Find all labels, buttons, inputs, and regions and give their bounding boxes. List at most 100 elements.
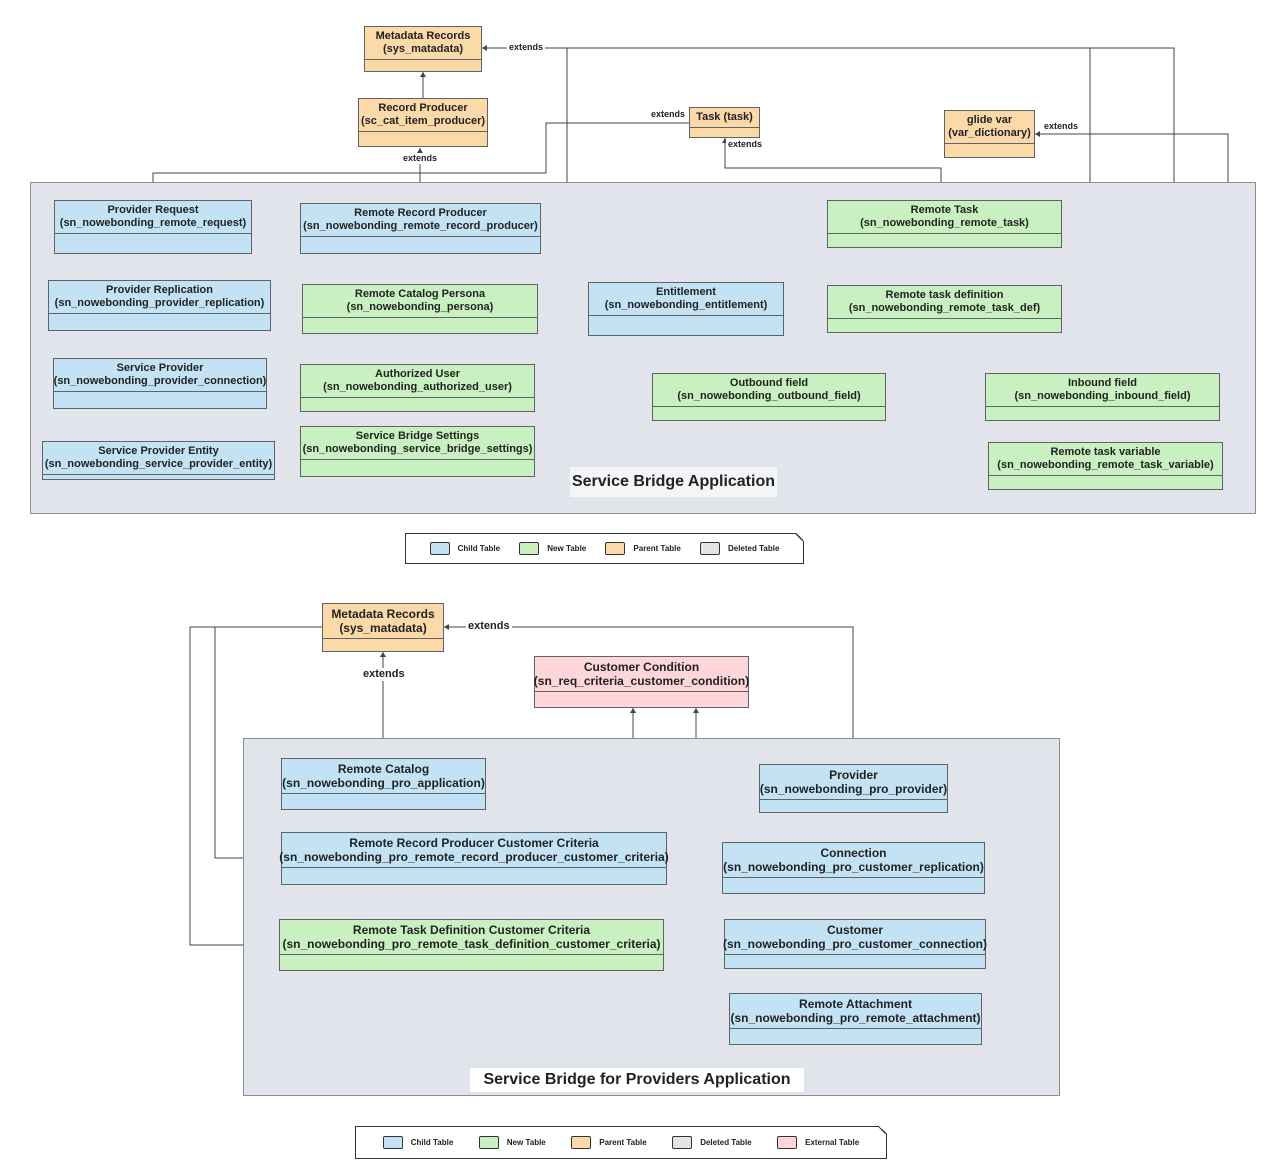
table-name: Remote task variable	[1050, 446, 1161, 458]
table-id: (sys_matadata)	[382, 43, 464, 55]
table-name: Provider	[829, 768, 878, 782]
service-bridge-settings-table[interactable]: Service Bridge Settings(sn_nowebonding_s…	[300, 426, 535, 477]
table-id: (sn_nowebonding_pro_provider)	[759, 782, 948, 796]
outbound-field-table[interactable]: Outbound field(sn_nowebonding_outbound_f…	[652, 373, 886, 421]
table-name: Authorized User	[375, 368, 460, 380]
legend-swatch	[571, 1136, 592, 1149]
provider-table[interactable]: Provider(sn_nowebonding_pro_provider)	[759, 764, 948, 813]
table-name: Remote Record Producer Customer Criteria	[349, 836, 599, 850]
table-id: (sn_nowebonding_pro_customer_replication…	[723, 860, 984, 874]
table-name: Record Producer	[378, 102, 468, 114]
remote-task-variable-table[interactable]: Remote task variable(sn_nowebonding_remo…	[988, 442, 1223, 490]
table-id: (var_dictionary)	[948, 127, 1031, 139]
legend-item-deleted: Deleted Table	[672, 1136, 752, 1149]
remote-record-producer-table[interactable]: Remote Record Producer(sn_nowebonding_re…	[300, 203, 541, 254]
glide-var-table[interactable]: glide var(var_dictionary)	[944, 110, 1035, 158]
table-name: Customer Condition	[583, 660, 700, 674]
table-name: Task (task)	[696, 111, 753, 123]
service-bridge-for-providers-title: Service Bridge for Providers Application	[470, 1068, 804, 1092]
extends-label: extends	[726, 139, 765, 150]
table-name: Metadata Records	[375, 30, 471, 42]
metadata-records-table[interactable]: Metadata Records(sys_matadata)	[364, 26, 482, 72]
table-id: (sn_nowebonding_pro_customer_connection)	[722, 937, 988, 951]
legend-swatch	[605, 542, 626, 555]
legend-item-external: External Table	[777, 1136, 859, 1149]
legend-label: Deleted Table	[727, 544, 780, 553]
legend-item-child: Child Table	[429, 542, 501, 555]
table-id: (sn_nowebonding_pro_remote_attachment)	[730, 1011, 981, 1025]
remote-task-definition-customer-criteria-table[interactable]: Remote Task Definition Customer Criteria…	[279, 919, 664, 971]
table-id: (sn_nowebonding_provider_replication)	[54, 297, 265, 309]
service-provider-table[interactable]: Service Provider(sn_nowebonding_provider…	[53, 358, 267, 409]
connection-table[interactable]: Connection(sn_nowebonding_pro_customer_r…	[722, 842, 985, 894]
authorized-user-table[interactable]: Authorized User(sn_nowebonding_authorize…	[300, 364, 535, 412]
legend-swatch	[382, 1136, 403, 1149]
table-name: Entitlement	[656, 286, 716, 298]
legend-item-parent: Parent Table	[605, 542, 681, 555]
entitlement-table[interactable]: Entitlement(sn_nowebonding_entitlement)	[588, 282, 784, 336]
table-name: Provider Replication	[106, 284, 213, 296]
table-id: (sc_cat_item_producer)	[360, 115, 486, 127]
legend-item-new: New Table	[478, 1136, 546, 1149]
table-name: Remote Record Producer	[354, 207, 487, 219]
legend-swatch	[672, 1136, 693, 1149]
customer-table[interactable]: Customer(sn_nowebonding_pro_customer_con…	[722, 919, 988, 969]
legend-app1: Child Table New Table Parent Table Delet…	[405, 533, 804, 564]
table-name: Service Provider Entity	[98, 445, 219, 457]
table-id: (sn_nowebonding_remote_record_producer)	[303, 220, 538, 232]
table-name: Provider Request	[107, 204, 199, 216]
remote-catalog-table[interactable]: Remote Catalog(sn_nowebonding_pro_applic…	[281, 758, 486, 810]
task-table[interactable]: Task (task)	[689, 107, 760, 138]
remote-record-producer-customer-criteria-table[interactable]: Remote Record Producer Customer Criteria…	[279, 832, 669, 885]
remote-attachment-table[interactable]: Remote Attachment(sn_nowebonding_pro_rem…	[729, 993, 982, 1045]
table-id: (sn_req_criteria_customer_condition)	[533, 674, 750, 688]
table-id: (sys_matadata)	[339, 621, 427, 635]
table-id: (sn_nowebonding_remote_task_def)	[848, 302, 1041, 314]
extends-label: extends	[401, 153, 440, 164]
legend-label: Deleted Table	[700, 1138, 752, 1147]
customer-condition-table[interactable]: Customer Condition(sn_req_criteria_custo…	[534, 656, 749, 708]
provider-request-table[interactable]: Provider Request(sn_nowebonding_remote_r…	[54, 200, 252, 254]
table-name: Remote Catalog Persona	[354, 288, 486, 300]
table-id: (sn_nowebonding_provider_connection)	[53, 375, 267, 387]
legend-label: Parent Table	[599, 1138, 647, 1147]
table-id: (sn_nowebonding_persona)	[346, 301, 494, 313]
remote-catalog-persona-table[interactable]: Remote Catalog Persona(sn_nowebonding_pe…	[302, 284, 538, 334]
table-name: Remote Catalog	[337, 762, 430, 776]
inbound-field-table[interactable]: Inbound field(sn_nowebonding_inbound_fie…	[985, 373, 1220, 421]
table-id: (sn_nowebonding_pro_remote_record_produc…	[279, 850, 669, 864]
legend-label: Child Table	[410, 1138, 454, 1147]
table-id: (sn_nowebonding_remote_request)	[59, 217, 247, 229]
legend-app2: Child Table New Table Parent Table Delet…	[355, 1126, 887, 1159]
metadata-records-table-2[interactable]: Metadata Records(sys_matadata)	[322, 603, 444, 652]
legend-item-parent: Parent Table	[571, 1136, 647, 1149]
legend-swatch	[478, 1136, 499, 1149]
legend-label: External Table	[805, 1138, 860, 1147]
table-name: Service Bridge Settings	[355, 430, 480, 442]
table-id: (sn_nowebonding_service_bridge_settings)	[302, 443, 533, 455]
legend-swatch	[699, 542, 720, 555]
service-provider-entity-table[interactable]: Service Provider Entity(sn_nowebonding_s…	[42, 441, 275, 480]
table-name: Inbound field	[1067, 377, 1138, 389]
table-id: (sn_nowebonding_pro_remote_task_definiti…	[282, 937, 661, 951]
remote-task-definition-table[interactable]: Remote task definition(sn_nowebonding_re…	[827, 285, 1062, 333]
legend-swatch	[519, 542, 540, 555]
provider-replication-table[interactable]: Provider Replication(sn_nowebonding_prov…	[48, 280, 271, 331]
table-name: glide var	[966, 114, 1013, 126]
table-name: Remote Task Definition Customer Criteria	[352, 923, 591, 937]
extends-label: extends	[361, 668, 407, 681]
record-producer-table[interactable]: Record Producer(sc_cat_item_producer)	[358, 98, 488, 147]
table-id: (sn_nowebonding_pro_application)	[282, 776, 485, 790]
extends-label: extends	[466, 620, 512, 633]
extends-label: extends	[649, 109, 688, 120]
table-id: (sn_nowebonding_entitlement)	[604, 299, 768, 311]
legend-item-deleted: Deleted Table	[699, 542, 780, 555]
table-id: (sn_nowebonding_remote_task_variable)	[997, 459, 1214, 471]
table-name: Remote task definition	[885, 289, 1004, 301]
remote-task-table[interactable]: Remote Task(sn_nowebonding_remote_task)	[827, 200, 1062, 248]
legend-item-new: New Table	[519, 542, 586, 555]
legend-swatch	[429, 542, 450, 555]
table-id: (sn_nowebonding_authorized_user)	[323, 381, 512, 393]
legend-label: New Table	[506, 1138, 546, 1147]
legend-label: Child Table	[457, 544, 501, 553]
